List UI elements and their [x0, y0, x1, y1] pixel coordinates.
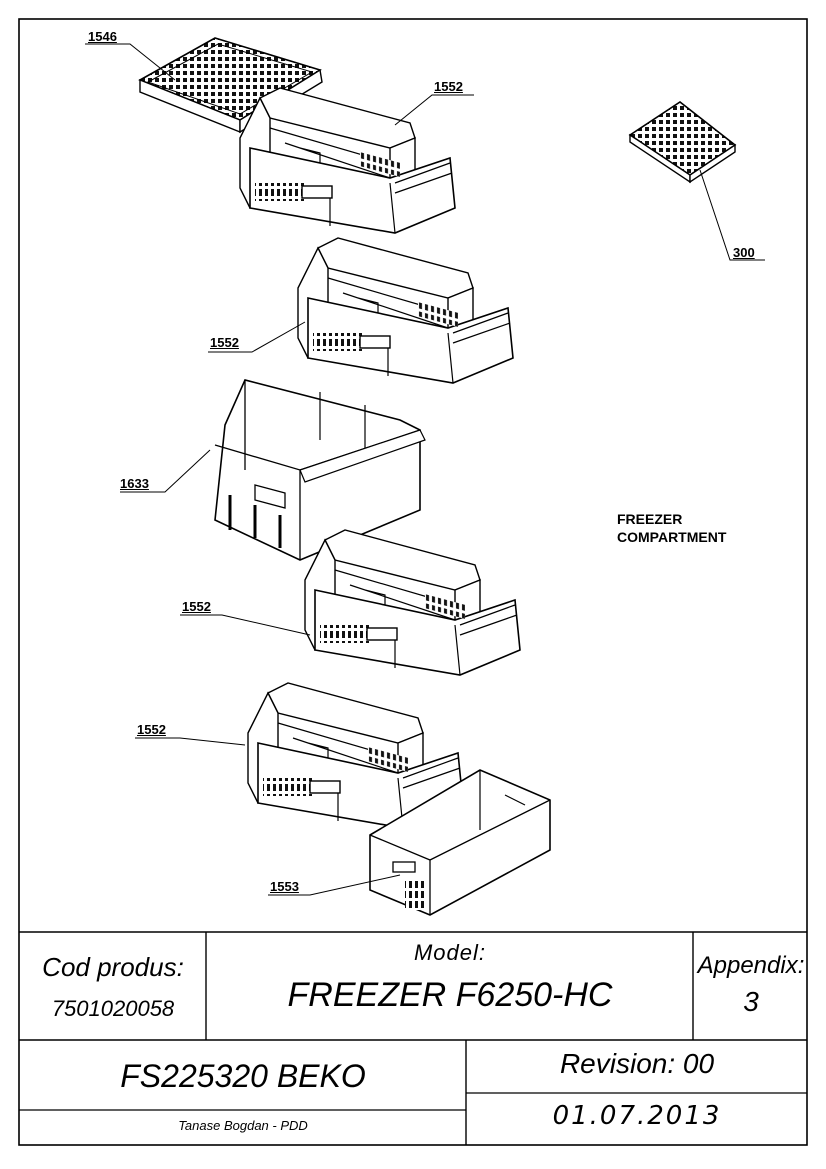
leader-1552-a — [394, 94, 474, 126]
part-1552-basket-b — [297, 237, 514, 384]
part-label-1552-b: 1552 — [210, 335, 239, 350]
leader-1553 — [268, 874, 401, 896]
appendix-value: 3 — [743, 986, 759, 1017]
leader-1552-b — [208, 321, 306, 353]
date: 01.07.2013 — [552, 1101, 722, 1131]
leader-1552-d — [135, 737, 246, 746]
leader-1633 — [120, 449, 211, 493]
drawing-border — [18, 18, 808, 1146]
revision: Revision: 00 — [559, 1048, 715, 1079]
part-label-1552-c: 1552 — [182, 599, 211, 614]
part-label-300: 300 — [733, 245, 755, 260]
part-1552-basket-a — [239, 87, 456, 234]
leader-1552-c — [180, 614, 311, 636]
part-1552-basket-c — [304, 529, 521, 676]
leader-1546 — [85, 43, 176, 81]
part-label-1553: 1553 — [270, 879, 299, 894]
part-1633-bin — [214, 379, 426, 561]
product-name: FS225320 BEKO — [120, 1058, 366, 1094]
model-label: Model: — [413, 940, 487, 965]
model-value: FREEZER F6250-HC — [287, 976, 613, 1014]
part-300-ice-tray — [628, 101, 737, 184]
leader-lines — [85, 43, 765, 896]
cod-produs-label: Cod produs: — [42, 952, 184, 982]
compartment-title-line-2: COMPARTMENT — [617, 529, 727, 545]
compartment-title-line-1: FREEZER — [617, 511, 683, 527]
appendix-label: Appendix: — [697, 952, 805, 979]
part-label-1552-d: 1552 — [137, 722, 166, 737]
part-label-1633: 1633 — [120, 476, 149, 491]
author: Tanase Bogdan - PDD — [178, 1118, 308, 1133]
cod-produs-value: 7501020058 — [51, 996, 175, 1021]
leader-300 — [699, 169, 765, 261]
part-1553-tray — [369, 769, 551, 916]
part-label-1546: 1546 — [88, 29, 117, 44]
part-label-1552-a: 1552 — [434, 79, 463, 94]
